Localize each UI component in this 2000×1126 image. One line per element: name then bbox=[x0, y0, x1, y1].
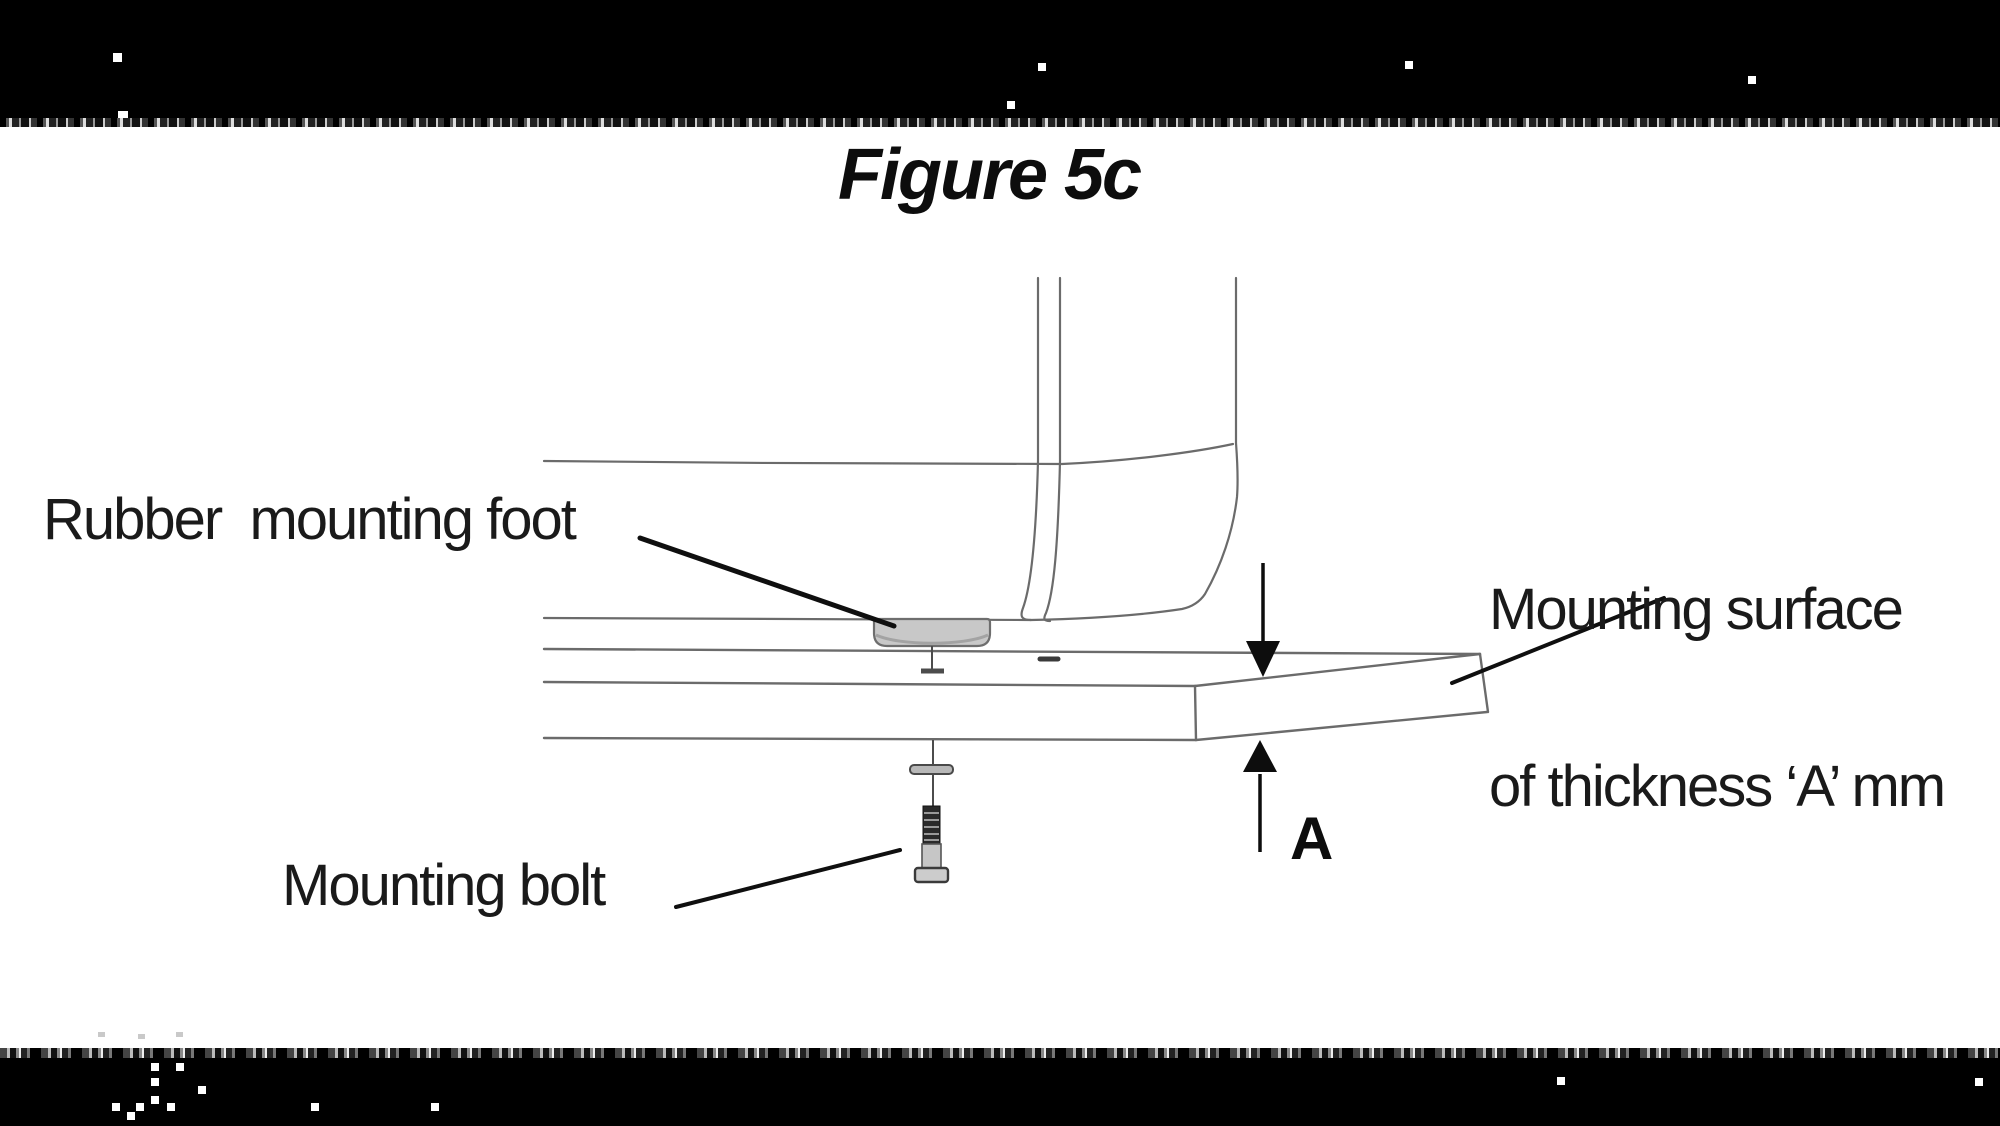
bolt-thread-ridges bbox=[924, 812, 939, 841]
noise-dot bbox=[167, 1103, 175, 1111]
device-outline bbox=[542, 276, 1239, 623]
noise-dot bbox=[151, 1096, 159, 1104]
noise-dot bbox=[113, 53, 122, 62]
label-mounting-surface-line2: of thickness ‘A’ mm bbox=[1489, 754, 1946, 819]
washer bbox=[909, 764, 954, 775]
noise-dot bbox=[112, 1103, 120, 1111]
bottom-letterbox-bar bbox=[0, 1058, 2000, 1126]
noise-dot bbox=[431, 1103, 439, 1111]
device-front-edge-line bbox=[1020, 276, 1040, 622]
device-waistline bbox=[542, 442, 1235, 466]
mounting-plate bbox=[542, 647, 1490, 742]
device-front-edge-line bbox=[1043, 276, 1062, 623]
thickness-arrow-up bbox=[1243, 740, 1277, 852]
leader-line-rubber-foot bbox=[637, 535, 897, 629]
noise-dot bbox=[136, 1103, 144, 1111]
plate-top-back-edge bbox=[542, 647, 1482, 656]
noise-dot bbox=[176, 1063, 184, 1071]
label-mounting-bolt: Mounting bolt bbox=[282, 853, 606, 918]
noise-dot bbox=[127, 1112, 135, 1120]
top-scan-noise-band bbox=[0, 118, 2000, 127]
bolt-shank bbox=[921, 843, 942, 869]
plate-bottom-front-edge bbox=[542, 736, 1198, 742]
noise-dot bbox=[1007, 101, 1015, 109]
noise-dot bbox=[1405, 61, 1413, 69]
thickness-arrow-down bbox=[1246, 563, 1280, 677]
noise-dot bbox=[1557, 1077, 1565, 1085]
leader-line-mounting-bolt bbox=[674, 848, 902, 909]
plate-front-corner-edge bbox=[1193, 684, 1198, 742]
plate-end-right-edge bbox=[1478, 652, 1490, 714]
noise-dot bbox=[1038, 63, 1046, 71]
dimension-a-label: A bbox=[1290, 805, 1334, 872]
scan-smudge bbox=[176, 1032, 183, 1037]
top-letterbox-bar bbox=[0, 0, 2000, 118]
noise-dot bbox=[1975, 1078, 1983, 1086]
figure-title: Figure 5c bbox=[838, 135, 1142, 215]
bolt-head bbox=[913, 866, 950, 884]
leader-line-mounting-surface bbox=[1450, 596, 1666, 685]
label-rubber-mounting-foot: Rubber mounting foot bbox=[43, 487, 577, 552]
plate-end-bottom-edge bbox=[1194, 710, 1489, 742]
noise-dot bbox=[151, 1078, 159, 1086]
noise-dot bbox=[1748, 76, 1756, 84]
foot-centerline bbox=[921, 646, 944, 674]
bolt-thread bbox=[922, 805, 941, 845]
scan-smudge bbox=[98, 1032, 105, 1037]
plate-end-top-edge bbox=[1193, 652, 1482, 688]
noise-dot bbox=[311, 1103, 319, 1111]
mounting-bolt-drawing bbox=[909, 740, 954, 884]
plate-top-front-edge bbox=[542, 680, 1197, 688]
noise-dot bbox=[151, 1063, 159, 1071]
label-mounting-surface-line1: Mounting surface bbox=[1489, 577, 1904, 642]
noise-dot bbox=[118, 111, 128, 118]
device-right-and-bottom-edge bbox=[542, 276, 1239, 622]
label-mounting-surface: Mounting surface of thickness ‘A’ mm bbox=[1489, 462, 1946, 934]
bottom-scan-noise-band bbox=[0, 1048, 2000, 1058]
noise-dot bbox=[198, 1086, 206, 1094]
scan-smudge bbox=[138, 1034, 145, 1039]
